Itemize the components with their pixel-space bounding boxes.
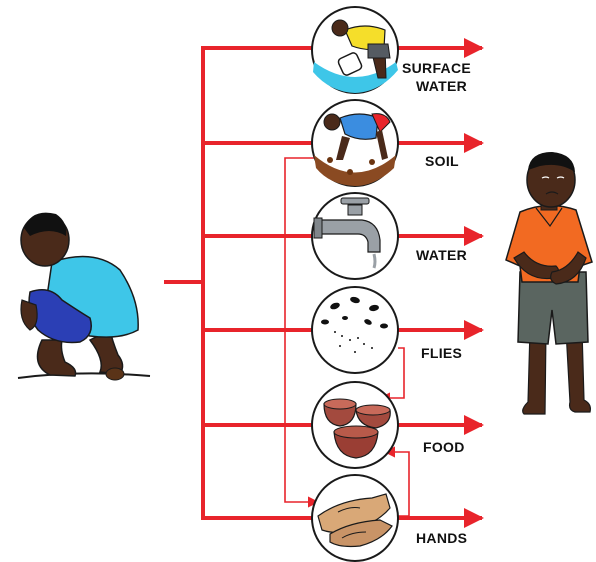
- label-surface-water-line1: SURFACE: [402, 60, 471, 76]
- person-pouring-water-icon: [312, 7, 398, 93]
- squatting-child-defecating-icon: [18, 213, 150, 380]
- hands-icon: [312, 475, 398, 561]
- person-digging-soil-icon: [312, 100, 398, 186]
- sick-child-icon: [506, 152, 592, 414]
- label-flies: FLIES: [421, 345, 462, 361]
- label-surface-water-line2: WATER: [416, 78, 467, 94]
- water-tap-icon: [312, 193, 398, 279]
- label-water: WATER: [416, 247, 467, 263]
- label-food: FOOD: [423, 439, 465, 455]
- label-soil: SOIL: [425, 153, 459, 169]
- label-hands: HANDS: [416, 530, 467, 546]
- flies-icon: [312, 287, 398, 373]
- pathway-labels: SURFACE WATER SOIL WATER FLIES FOOD HAND…: [402, 60, 471, 546]
- food-bowls-icon: [312, 382, 398, 468]
